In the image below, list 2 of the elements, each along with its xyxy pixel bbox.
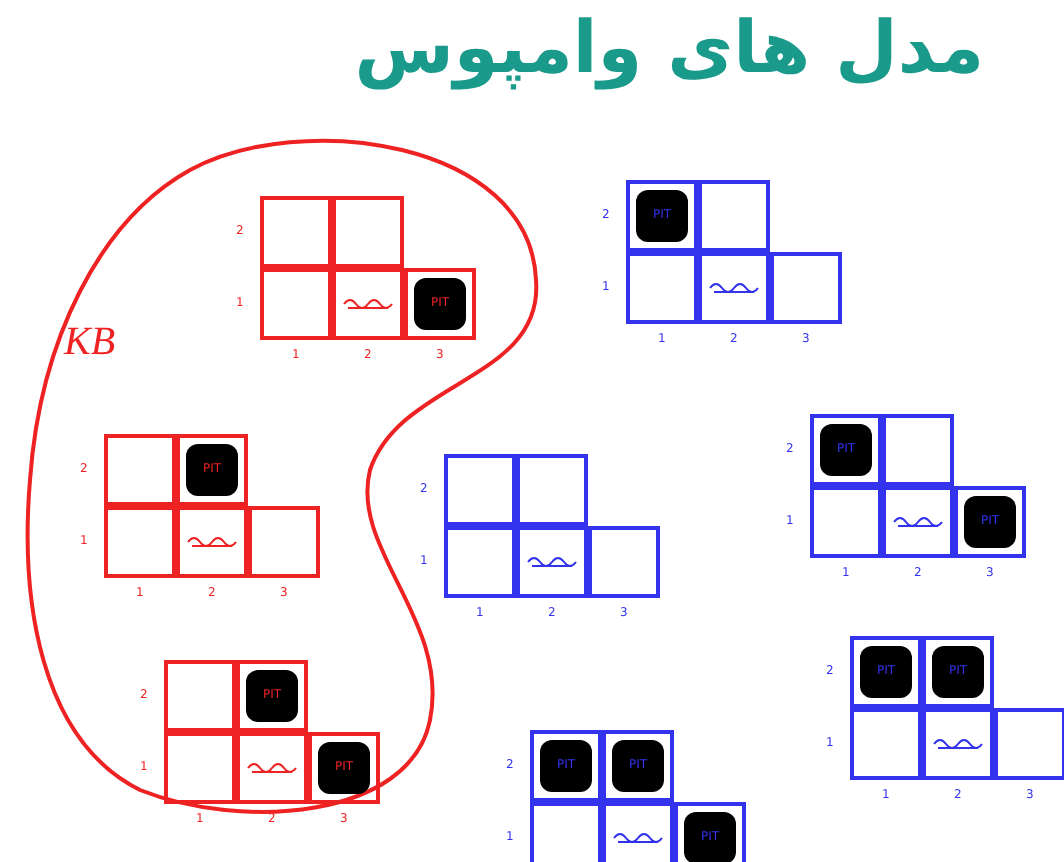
kb-label: KB bbox=[64, 320, 116, 366]
title: مدل های وامپوس bbox=[354, 8, 984, 90]
